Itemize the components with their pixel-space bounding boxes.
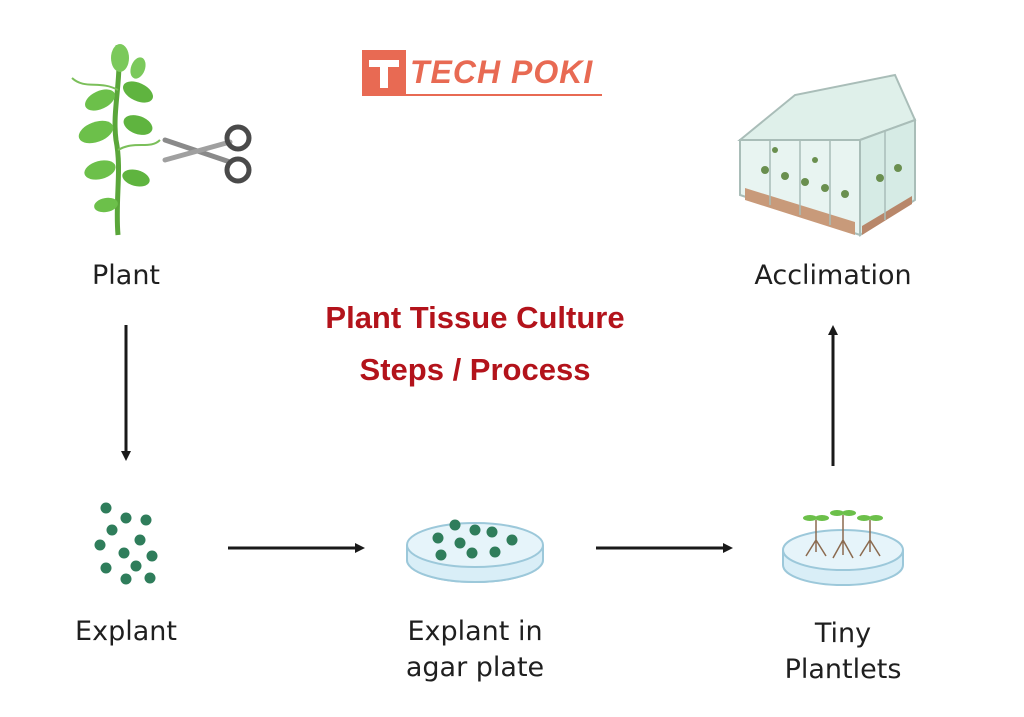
step-label-explant: Explant xyxy=(75,616,177,647)
step-label-agar-line1: Explant in xyxy=(407,616,543,647)
greenhouse-icon xyxy=(737,73,917,237)
explant-dots-icon xyxy=(94,502,158,585)
brand-logo-text: TECH POKI xyxy=(410,54,594,90)
step-label-agar-line2: agar plate xyxy=(405,652,545,683)
step-label-acclimation: Acclimation xyxy=(754,260,912,291)
diagram-title-line2: Steps / Process xyxy=(359,352,591,387)
step-label-plantlets-line1: Tiny xyxy=(814,618,872,649)
plant-with-scissors-icon xyxy=(71,44,252,236)
step-label-plantlets-line2: Plantlets xyxy=(784,654,902,685)
petri-dish-explant-icon xyxy=(406,519,544,583)
step-label-plant: Plant xyxy=(91,260,161,291)
brand-logo-icon xyxy=(362,50,602,96)
diagram-title-line1: Plant Tissue Culture xyxy=(325,300,625,335)
petri-dish-plantlets-icon xyxy=(782,510,904,586)
